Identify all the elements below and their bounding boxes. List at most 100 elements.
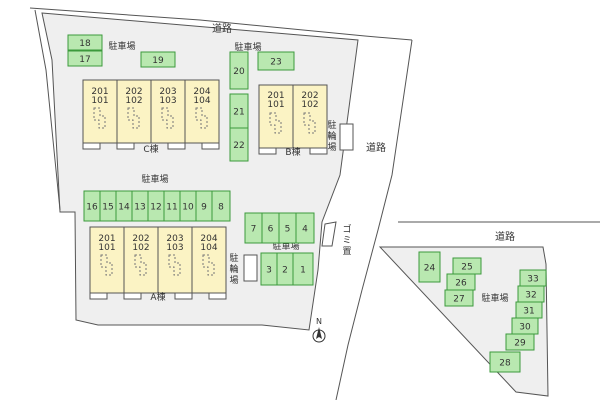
svg-text:5: 5 bbox=[285, 225, 291, 235]
road-west-edge bbox=[34, 9, 61, 211]
parking-label-topleft: 駐車場 bbox=[108, 40, 135, 52]
svg-text:7: 7 bbox=[251, 225, 257, 235]
parking-space-29: 29 bbox=[505, 333, 535, 351]
svg-text:1: 1 bbox=[300, 266, 306, 276]
parking-space-9: 9 bbox=[195, 190, 213, 222]
svg-text:25: 25 bbox=[461, 263, 472, 273]
svg-text:12: 12 bbox=[150, 203, 161, 213]
parking-label-right: 駐車場 bbox=[481, 292, 508, 304]
unit-a-102: 102 bbox=[132, 243, 149, 253]
svg-text:置: 置 bbox=[342, 246, 351, 257]
parking-space-17: 17 bbox=[67, 50, 103, 67]
parking-space-15: 15 bbox=[99, 190, 117, 222]
svg-text:32: 32 bbox=[525, 291, 536, 301]
svg-text:30: 30 bbox=[519, 323, 531, 333]
svg-text:ゴ: ゴ bbox=[342, 223, 351, 235]
road-east-edge-lower bbox=[335, 289, 363, 400]
bike-rack-b bbox=[339, 123, 354, 151]
svg-text:22: 22 bbox=[233, 141, 244, 151]
unit-c-101: 101 bbox=[91, 96, 108, 106]
road-label-far-right: 道路 bbox=[495, 230, 515, 243]
building-a-label: A棟 bbox=[150, 291, 165, 303]
svg-text:27: 27 bbox=[453, 295, 464, 305]
building-a: 201 101 202 102 203 103 204 104 A棟 bbox=[89, 226, 227, 303]
parking-space-28: 28 bbox=[489, 351, 521, 373]
svg-text:14: 14 bbox=[118, 203, 130, 213]
bike-label-a: 駐 輪 場 bbox=[229, 252, 238, 286]
svg-text:15: 15 bbox=[102, 203, 113, 213]
parking-space-25: 25 bbox=[452, 257, 482, 275]
parking-space-24: 24 bbox=[418, 251, 441, 283]
unit-c-202: 202 bbox=[125, 87, 142, 97]
unit-a-103: 103 bbox=[166, 243, 183, 253]
svg-text:13: 13 bbox=[134, 203, 145, 213]
road-label-right: 道路 bbox=[366, 141, 386, 154]
svg-text:18: 18 bbox=[79, 39, 91, 49]
unit-a-204: 204 bbox=[200, 234, 217, 244]
building-c: 201 101 202 102 203 103 204 104 C棟 bbox=[82, 79, 220, 155]
svg-text:23: 23 bbox=[270, 58, 281, 68]
road-north-edge bbox=[29, 7, 413, 41]
north-compass-icon: N bbox=[312, 317, 326, 343]
garbage-area bbox=[321, 221, 337, 247]
parking-space-8: 8 bbox=[211, 190, 231, 222]
road-label-top: 道路 bbox=[212, 22, 232, 35]
unit-b-102: 102 bbox=[301, 100, 318, 110]
unit-c-104: 104 bbox=[193, 96, 210, 106]
svg-text:場: 場 bbox=[229, 274, 238, 286]
parking-space-23: 23 bbox=[257, 51, 295, 71]
parking-space-11: 11 bbox=[163, 190, 181, 222]
parking-space-3: 3 bbox=[260, 252, 278, 286]
svg-text:輪: 輪 bbox=[229, 263, 238, 275]
parking-space-20: 20 bbox=[229, 51, 249, 90]
unit-c-103: 103 bbox=[159, 96, 176, 106]
unit-c-204: 204 bbox=[193, 87, 210, 97]
parking-space-18: 18 bbox=[67, 34, 103, 51]
parking-space-2: 2 bbox=[276, 252, 294, 286]
parking-space-10: 10 bbox=[179, 190, 197, 222]
bike-label-b: 駐 輪 場 bbox=[327, 119, 336, 153]
svg-text:11: 11 bbox=[166, 203, 177, 213]
parking-space-26: 26 bbox=[446, 273, 476, 291]
svg-text:駐: 駐 bbox=[327, 119, 336, 131]
parking-space-7: 7 bbox=[244, 212, 263, 244]
unit-c-102: 102 bbox=[125, 96, 142, 106]
svg-text:29: 29 bbox=[514, 339, 526, 349]
unit-a-101: 101 bbox=[98, 243, 115, 253]
svg-text:31: 31 bbox=[523, 307, 534, 317]
unit-b-202: 202 bbox=[301, 91, 318, 101]
parking-space-31: 31 bbox=[515, 301, 543, 319]
parking-space-33: 33 bbox=[519, 269, 547, 287]
parking-space-5: 5 bbox=[278, 212, 297, 244]
parking-space-22: 22 bbox=[229, 127, 249, 162]
svg-text:24: 24 bbox=[424, 264, 436, 274]
svg-text:17: 17 bbox=[79, 55, 90, 65]
unit-a-104: 104 bbox=[200, 243, 217, 253]
unit-a-201: 201 bbox=[98, 234, 115, 244]
parking-space-21: 21 bbox=[229, 93, 249, 129]
svg-text:3: 3 bbox=[266, 266, 272, 276]
parking-space-30: 30 bbox=[511, 317, 539, 335]
svg-text:28: 28 bbox=[499, 359, 511, 369]
svg-text:場: 場 bbox=[327, 141, 336, 153]
parking-space-13: 13 bbox=[131, 190, 149, 222]
parking-space-1: 1 bbox=[292, 252, 314, 286]
unit-c-203: 203 bbox=[159, 87, 176, 97]
svg-text:8: 8 bbox=[218, 203, 224, 213]
bike-rack-a bbox=[243, 254, 258, 282]
unit-a-203: 203 bbox=[166, 234, 183, 244]
unit-a-202: 202 bbox=[132, 234, 149, 244]
parking-space-6: 6 bbox=[261, 212, 280, 244]
building-b-label: B棟 bbox=[285, 146, 300, 158]
svg-text:4: 4 bbox=[302, 225, 308, 235]
svg-text:20: 20 bbox=[233, 67, 245, 77]
svg-text:2: 2 bbox=[282, 266, 288, 276]
svg-text:26: 26 bbox=[455, 279, 467, 289]
parking-space-19: 19 bbox=[140, 51, 176, 68]
parking-space-16: 16 bbox=[83, 190, 101, 222]
svg-text:33: 33 bbox=[527, 275, 538, 285]
parking-space-32: 32 bbox=[517, 285, 545, 303]
unit-b-201: 201 bbox=[267, 91, 284, 101]
